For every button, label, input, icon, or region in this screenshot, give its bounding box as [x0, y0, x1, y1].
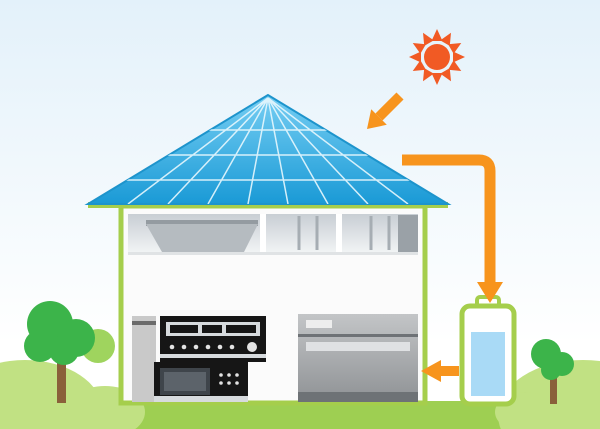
oven-trim-strip	[160, 354, 266, 358]
side-cabinet-trim	[132, 321, 156, 325]
solar-panel-grid	[88, 97, 448, 204]
sun-icon	[409, 29, 465, 85]
floor-divider-shadow	[128, 252, 418, 255]
window-divider-2	[336, 214, 342, 254]
oven-display-segments	[170, 325, 256, 333]
sunlight-arrow-head	[367, 109, 387, 129]
tree-right-trunk	[550, 370, 557, 404]
microwave-window	[164, 372, 206, 391]
solar-panel-roof	[84, 93, 452, 205]
storage-battery	[459, 295, 517, 407]
kitchen-appliance-stack	[132, 316, 266, 402]
tree-left-trunk	[57, 350, 66, 403]
side-cabinet	[132, 316, 156, 402]
energy-flow-arrows	[367, 92, 503, 382]
window-dark-pane	[398, 215, 418, 253]
window-divider-1	[260, 214, 266, 254]
dishwasher	[298, 314, 418, 402]
house	[84, 93, 452, 406]
oven-control-knobs	[169, 342, 257, 352]
tree-right-canopy	[531, 339, 574, 380]
dishwasher-control	[306, 320, 332, 328]
microwave-base-strip	[154, 396, 248, 402]
range-hood	[146, 224, 258, 252]
microwave-buttons	[219, 373, 239, 385]
charge-arrow-head	[477, 282, 503, 303]
charge-arrow-shaft	[402, 154, 496, 284]
dishwasher-base	[298, 392, 418, 402]
sun-disc	[424, 44, 450, 70]
range-hood-top	[146, 220, 258, 226]
window-pane-bars	[297, 216, 391, 250]
dishwasher-handle	[306, 342, 410, 351]
dishwasher-body	[298, 314, 418, 402]
battery-charge-level	[471, 332, 505, 396]
dishwasher-slot	[298, 334, 418, 337]
supply-arrow-head	[421, 360, 441, 382]
sunlight-arrow-shaft	[375, 92, 404, 121]
tree-left-canopy	[24, 301, 95, 365]
